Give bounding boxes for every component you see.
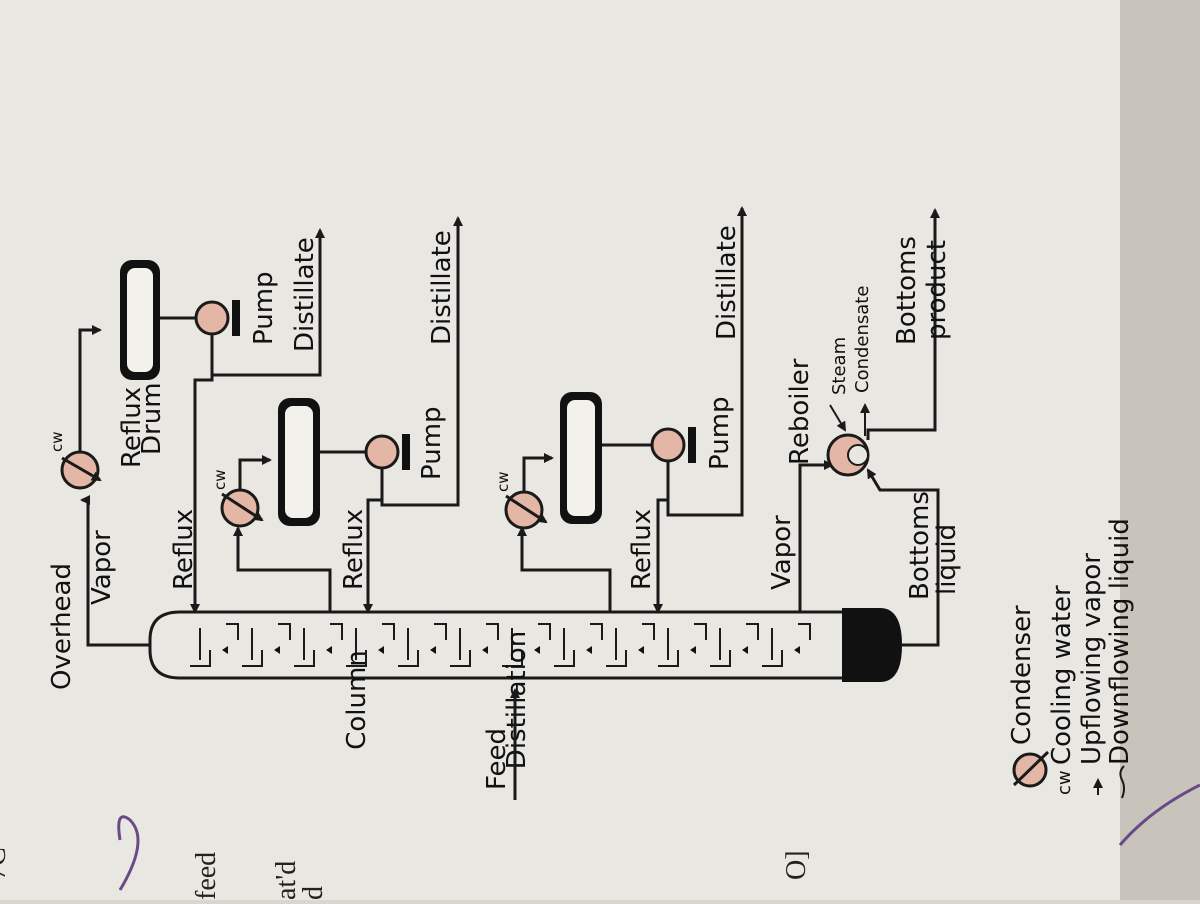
bottoms-liquid-label-1: Bottoms bbox=[905, 491, 935, 600]
edge-right-mid: O] bbox=[781, 850, 812, 880]
steam-label: Steam bbox=[829, 337, 850, 395]
pump-3 bbox=[650, 427, 686, 463]
pump-2 bbox=[364, 434, 400, 470]
edge-right-top: 7C bbox=[0, 847, 12, 880]
distillate-line-1 bbox=[210, 228, 325, 377]
bottoms-product-label-2: product bbox=[922, 240, 952, 340]
steam-arrow bbox=[829, 404, 847, 432]
pump-label-2: Pump bbox=[417, 406, 447, 480]
vapor-line-2 bbox=[233, 526, 332, 612]
vapor-label-reboiler: Vapor bbox=[767, 515, 797, 590]
legend-condenser: Condenser bbox=[1007, 605, 1037, 745]
distillate-label-2: Distillate bbox=[427, 230, 457, 345]
cw-label-2: cw bbox=[211, 469, 229, 490]
edge-atd: at'd bbox=[271, 861, 302, 900]
distillate-line-3 bbox=[666, 206, 747, 517]
condensate-label: Condensate bbox=[852, 286, 873, 393]
pen-squiggle bbox=[117, 815, 140, 891]
vapor-line-reboiler bbox=[798, 460, 834, 612]
vapor-label-1: Vapor bbox=[87, 530, 117, 605]
vapor-line-3 bbox=[517, 526, 612, 612]
reflux-label-2: Reflux bbox=[339, 509, 369, 590]
legend-downflow-icon bbox=[1119, 765, 1125, 799]
reflux-drum-label-2: Drum bbox=[137, 382, 167, 455]
legend-cooling-water: Cooling water bbox=[1047, 585, 1077, 765]
overhead-vapor-line bbox=[80, 495, 150, 647]
column-title: Column bbox=[342, 650, 372, 750]
reboiler bbox=[826, 433, 870, 477]
pump-label-1: Pump bbox=[249, 271, 279, 345]
bottoms-liquid-line bbox=[866, 468, 940, 647]
distillate-label-1: Distillate bbox=[290, 237, 320, 352]
bottoms-product-line bbox=[866, 208, 940, 440]
condenser-3: cw bbox=[494, 471, 548, 530]
cw-label-1: cw bbox=[48, 431, 66, 452]
feed-label: Feed bbox=[482, 728, 512, 790]
condenser2-to-drum2 bbox=[238, 455, 272, 490]
bottoms-product-label-1: Bottoms bbox=[892, 236, 922, 345]
column-trays bbox=[190, 623, 811, 667]
overhead-label: Overhead bbox=[47, 563, 77, 690]
reboiler-label: Reboiler bbox=[785, 358, 815, 465]
legend-cw-symbol: cw bbox=[1054, 770, 1075, 795]
column bbox=[148, 608, 902, 682]
cw-label-3: cw bbox=[494, 471, 512, 492]
page-edge-shadow bbox=[1120, 0, 1200, 900]
bottoms-liquid-label-2: liquid bbox=[932, 524, 962, 595]
reflux-label-1: Reflux bbox=[169, 509, 199, 590]
reflux-label-3: Reflux bbox=[627, 509, 657, 590]
legend-upflowing-vapor: Upflowing vapor bbox=[1077, 553, 1107, 765]
legend-downflowing-liquid: Downflowing liquid bbox=[1105, 518, 1135, 765]
edge-d: d bbox=[298, 886, 329, 900]
edge-feed: feed bbox=[191, 852, 222, 900]
distillate-line-2 bbox=[380, 216, 463, 507]
legend: Condenser cw Cooling water Upflowing vap… bbox=[1007, 518, 1135, 799]
pump-label-3: Pump bbox=[705, 396, 735, 470]
condenser1-to-drum1 bbox=[78, 325, 102, 452]
pump-1 bbox=[194, 300, 230, 336]
condenser3-to-drum3 bbox=[522, 453, 554, 492]
reflux-drum-label-1: Reflux bbox=[117, 387, 147, 468]
distillate-label-3: Distillate bbox=[712, 225, 742, 340]
column-subtitle: Distillation bbox=[502, 631, 532, 769]
pen-stroke bbox=[1118, 783, 1200, 846]
